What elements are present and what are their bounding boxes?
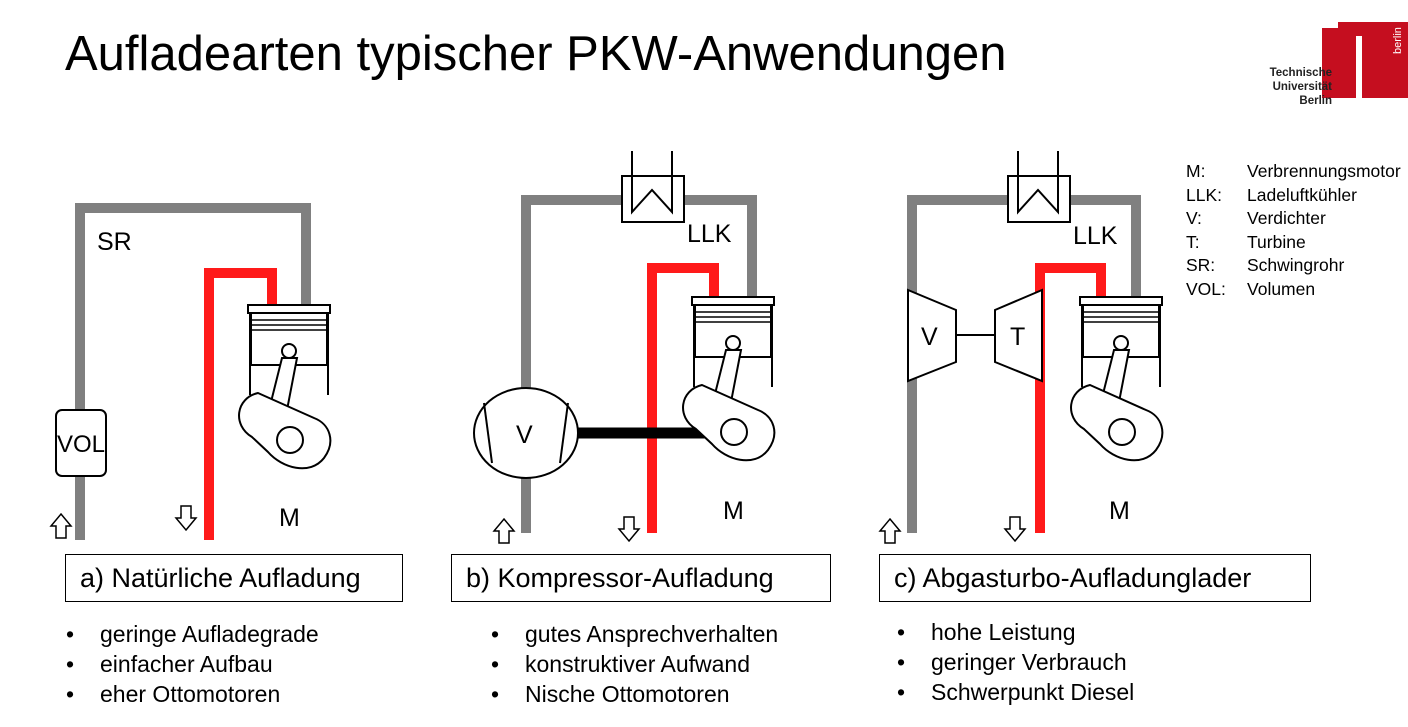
panel-c-turbine-label: T [1010, 323, 1026, 351]
list-item: geringe Aufladegrade [62, 619, 319, 649]
panel-b-diagram [473, 150, 776, 544]
legend-value: Ladeluftkühler [1247, 184, 1357, 205]
panel-b-caption: b) Kompressor-Aufladung [451, 554, 831, 602]
panel-a-bullets: geringe Aufladegrade einfacher Aufbau eh… [62, 619, 319, 709]
legend-item: M: Verbrennungsmotor [1186, 160, 1401, 184]
panel-c-bullets: hohe Leistung geringer Verbrauch Schwerp… [893, 617, 1134, 707]
panel-c-exhaust-pipe [1035, 263, 1106, 533]
legend-value: Verdichter [1247, 208, 1326, 228]
panel-a-diagram [50, 203, 332, 540]
list-item: geringer Verbrauch [893, 647, 1134, 677]
panel-b-exhaust-pipe [647, 263, 719, 533]
panel-a-engine [238, 304, 332, 470]
panel-b-compressor [473, 387, 579, 479]
panel-b-bullets: gutes Ansprechverhalten konstruktiver Au… [487, 619, 778, 709]
list-item: einfacher Aufbau [62, 649, 319, 679]
list-item: Schwerpunkt Diesel [893, 677, 1134, 707]
panel-a-intake-pipe [75, 203, 311, 540]
list-item: hohe Leistung [893, 617, 1134, 647]
legend: M: Verbrennungsmotor LLK: Ladeluftkühler V… [1186, 160, 1401, 301]
legend-item: VOL: Volumen [1186, 278, 1401, 302]
panel-c-exhaust-arrow-icon [1004, 516, 1026, 542]
list-item: gutes Ansprechverhalten [487, 619, 778, 649]
legend-key: V: [1186, 208, 1202, 228]
panel-a-intake-arrow-icon [50, 513, 72, 539]
panel-c-engine [1070, 296, 1164, 462]
panel-c-llk-label: LLK [1073, 222, 1118, 250]
legend-item: T: Turbine [1186, 231, 1401, 255]
tu-berlin-logo-icon [1322, 22, 1408, 98]
legend-key: M: [1186, 161, 1206, 181]
legend-value: Schwingrohr [1247, 255, 1345, 275]
logo-line-3: Berlin [1299, 95, 1332, 107]
legend-key: LLK: [1186, 184, 1222, 205]
panel-b-intake-arrow-icon [493, 518, 515, 544]
legend-value: Verbrennungsmotor [1247, 161, 1401, 181]
panel-c-charge-air-cooler [1007, 150, 1071, 223]
panel-c-compressor [907, 288, 957, 383]
list-item: konstruktiver Aufwand [487, 649, 778, 679]
panel-a-vol-volume [55, 409, 107, 477]
panel-c-compressor-label: V [921, 323, 938, 351]
legend-item: SR: Schwingrohr [1186, 254, 1401, 278]
page-title: Aufladearten typischer PKW-Anwendungen [65, 27, 1007, 81]
panel-a-vol-label: VOL [57, 431, 106, 458]
legend-key: VOL: [1186, 278, 1226, 299]
panel-b-exhaust-arrow-icon [618, 516, 640, 542]
panel-b-compressor-label: V [516, 421, 533, 449]
panel-c-caption: c) Abgasturbo-Aufladunglader [879, 554, 1311, 602]
legend-key: T: [1186, 231, 1200, 252]
legend-item: LLK: Ladeluftkühler [1186, 184, 1401, 208]
legend-key: SR: [1186, 255, 1216, 275]
panel-a-exhaust-arrow-icon [175, 505, 197, 531]
panel-b-intake-pipe [521, 195, 757, 533]
legend-item: V: Verdichter [1186, 207, 1401, 231]
panel-b-motor-label: M [723, 497, 744, 525]
panel-c-turbine [994, 288, 1043, 383]
logo-line-2: Universität [1272, 81, 1332, 93]
logo-berlin-vertical: berlin [1392, 27, 1404, 54]
panel-c-diagram [879, 150, 1164, 544]
list-item: Nische Ottomotoren [487, 679, 778, 709]
panel-a-caption: a) Natürliche Aufladung [65, 554, 403, 602]
panel-a-motor-label: M [279, 504, 300, 532]
panel-b-llk-label: LLK [687, 220, 732, 248]
logo-line-1: Technische [1269, 67, 1332, 79]
panel-a-exhaust-pipe [204, 268, 277, 540]
logo-text: Technische Universität Berlin [1262, 66, 1332, 108]
list-item: eher Ottomotoren [62, 679, 319, 709]
panel-a-sr-label: SR [97, 228, 132, 256]
panel-c-motor-label: M [1109, 497, 1130, 525]
legend-value: Turbine [1247, 231, 1306, 252]
panel-b-charge-air-cooler [621, 150, 685, 223]
legend-value: Volumen [1247, 278, 1316, 299]
panel-c-intake-arrow-icon [879, 518, 901, 544]
